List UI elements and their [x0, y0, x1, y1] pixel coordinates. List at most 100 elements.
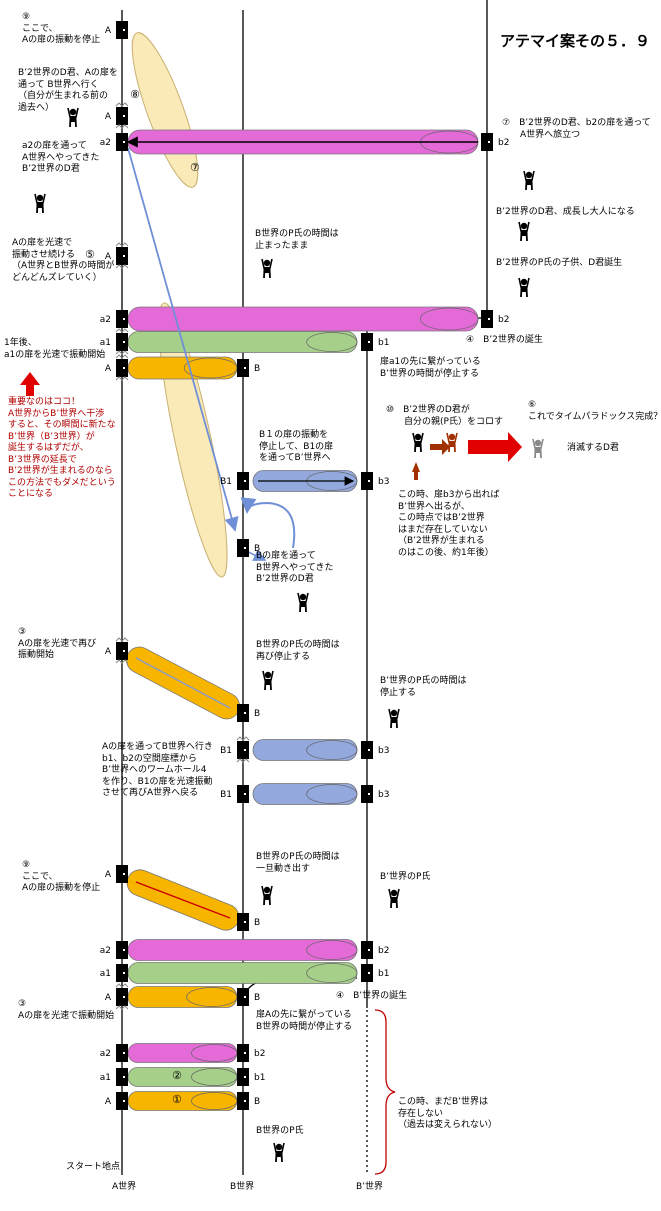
pipe-a2-b2-end	[420, 307, 479, 331]
door-a-9b-label: A	[105, 870, 112, 880]
small-arrow	[430, 439, 450, 455]
door-a-5-knob	[123, 255, 125, 257]
person-d-kill	[412, 432, 424, 453]
door-a	[116, 359, 128, 377]
person-d-born	[518, 277, 530, 298]
note-n9b: ⑨ ここで、 Aの扉の振動を停止	[22, 860, 101, 893]
door-a2-start-knob	[123, 1052, 125, 1054]
door-a-3b-label: A	[105, 647, 112, 657]
door-b-3b	[237, 704, 249, 722]
door-a-start	[116, 1092, 128, 1110]
person-p-stop2-body	[265, 679, 271, 685]
door-b1-low-knob	[368, 972, 370, 974]
door-B1-3-label: B1	[220, 790, 232, 800]
world-label-a: A世界	[112, 1182, 137, 1192]
door-a1-vibration	[115, 328, 129, 355]
pipe-a1-b1-end	[306, 332, 358, 352]
door-a1-label: a1	[100, 338, 111, 348]
door-b2-low-label: b2	[378, 946, 389, 956]
pipe-diag-orange-2-line	[135, 881, 231, 919]
door-b2-start-label: b2	[254, 1049, 265, 1059]
person-b-p-body	[276, 1151, 282, 1157]
pipe-a-b	[127, 356, 238, 380]
door-a1-low	[116, 964, 128, 982]
person-p-victim-head	[448, 433, 456, 441]
door-a-low-label: A	[105, 993, 112, 1003]
pipe-a2-b2-low-end	[306, 940, 358, 960]
door-a1-low-label: a1	[100, 969, 111, 979]
person-d-past	[67, 107, 79, 128]
door-b-label: B	[254, 364, 260, 374]
door-a-9b	[116, 865, 128, 883]
door-a1-knob	[123, 341, 125, 343]
pipe-number-1: ①	[172, 1093, 182, 1106]
door-a1-start-knob	[123, 1076, 125, 1078]
pipe-a1-b1	[127, 331, 358, 353]
pipe-B1-b3-3-end	[306, 784, 358, 804]
door-a-start-knob	[123, 1100, 125, 1102]
pipe-B1-b3-2-end	[306, 740, 358, 760]
door-a-low	[116, 988, 128, 1006]
door-B1-3	[237, 785, 249, 803]
door-b-arrive-knob	[244, 547, 246, 549]
pipe-B1-b3-3	[252, 783, 358, 805]
door-a-9b-knob	[123, 873, 125, 875]
door-b-low	[237, 988, 249, 1006]
note-n8num: ⑧	[130, 88, 140, 101]
arrow-blue-curve	[240, 497, 296, 549]
door-b-arrive-label: B	[254, 544, 260, 554]
person-bp-p	[388, 888, 400, 909]
note-nbirth: B’2世界のP氏の子供、D君誕生	[496, 258, 623, 268]
door-b2-top-knob	[488, 141, 490, 143]
person-bp-p-stop	[388, 708, 400, 729]
person-d-b-body	[300, 601, 306, 607]
door-a-8-vibration	[115, 102, 129, 129]
door-a-3b-vibration	[115, 637, 129, 664]
note-n9top: ⑨ ここで、 Aの扉の振動を停止	[22, 12, 101, 45]
note-nAstop: 扉Aの先に繋がっている B世界の時間が停止する	[256, 1010, 353, 1032]
door-a2-top-knob	[123, 141, 125, 143]
door-a2	[116, 310, 128, 328]
person-b-p	[273, 1142, 285, 1163]
person-p-move-head	[263, 886, 271, 894]
person-d-vanish-head	[534, 439, 542, 447]
door-b1-start	[237, 1068, 249, 1086]
note-nstop1: B世界のP氏の時間は 止まったまま	[255, 229, 339, 251]
door-b-9b	[237, 913, 249, 931]
note-na2: a2の扉を通って A世界へやってきた B’2世界のD君	[22, 141, 100, 174]
note-nB1door: B１の扉の振動を 停止して、B1の扉 を通ってB’世界へ	[259, 430, 334, 463]
pipe-number-2: ②	[172, 1069, 182, 1082]
note-nworm: Aの扉を通ってB世界へ行き b1、b2の空間座標から B’世界へのワームホール4…	[102, 742, 213, 798]
small-up-arrow	[412, 462, 420, 480]
door-a1	[116, 333, 128, 351]
door-a1-low-knob	[123, 972, 125, 974]
door-b-9b-label: B	[254, 918, 260, 928]
door-b2	[481, 310, 493, 328]
person-p-move	[261, 885, 273, 906]
person-bp-p-body	[391, 897, 397, 903]
world-label-bp: B’世界	[356, 1182, 384, 1192]
person-d-kill-body	[415, 441, 421, 447]
pipe-a2-b2	[127, 306, 479, 332]
person-p-victim	[446, 432, 458, 453]
door-a-5	[116, 247, 128, 265]
note-n8: B’2世界のD君、Aの扉を 通って B世界へ行く （自分が生まれる前の 過去へ）	[18, 68, 118, 113]
door-b-3b-label: B	[254, 709, 260, 719]
door-b1-low	[361, 964, 373, 982]
door-b3-3	[361, 785, 373, 803]
person-d-vanish-body	[535, 447, 541, 453]
door-b-low-label: B	[254, 993, 260, 1003]
door-b1-start-label: b1	[254, 1073, 265, 1083]
door-b-start-knob	[244, 1100, 246, 1102]
door-a-3b-knob	[123, 650, 125, 652]
door-b3-2	[361, 741, 373, 759]
person-p-move-body	[264, 894, 270, 900]
door-a-5-label: A	[105, 252, 112, 262]
note-nyear: 1年後、 a1の扉を光速で振動開始	[4, 338, 106, 360]
door-B1-3-knob	[244, 793, 246, 795]
person-d-past-body	[70, 116, 76, 122]
person-d-b	[297, 592, 309, 613]
door-a-label: A	[105, 364, 112, 374]
note-nbP: B世界のP氏	[256, 1126, 304, 1136]
